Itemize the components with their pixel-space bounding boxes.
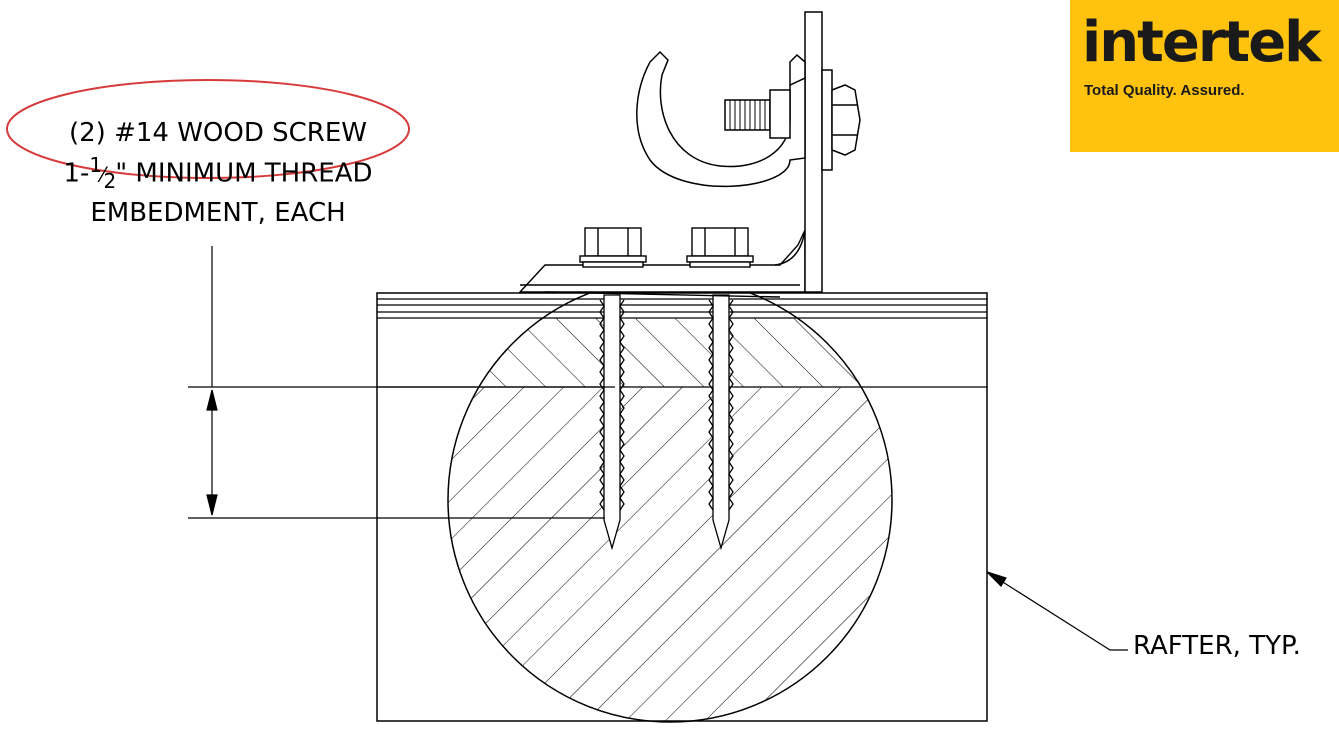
screw-callout-line3: EMBEDMENT, EACH — [90, 197, 346, 228]
wood-screw-right — [708, 294, 734, 551]
section-circle — [447, 277, 893, 723]
rail-clamp — [636, 50, 806, 187]
logo-wordmark: intertek — [1082, 10, 1321, 75]
screw-callout: (2) #14 WOOD SCREW 1-1⁄2" MINIMUM THREAD… — [28, 117, 408, 229]
intertek-logo: intertek Total Quality. Assured. — [1070, 0, 1339, 152]
hex-bolt-left — [579, 227, 647, 268]
fraction-denominator: 2 — [103, 168, 116, 193]
bracket-bolt — [821, 69, 861, 171]
wood-screw-left — [599, 294, 625, 551]
logo-tagline: Total Quality. Assured. — [1084, 82, 1245, 99]
screw-callout-line2: 1-1⁄2" MINIMUM THREAD — [28, 149, 408, 197]
highlight-ellipse — [6, 79, 410, 179]
screw-callout-line1: (2) #14 WOOD SCREW — [68, 118, 367, 148]
hex-bolt-right — [686, 227, 754, 268]
rafter-callout: RAFTER, TYP. — [1133, 631, 1301, 661]
screw-length-whole: 1- — [63, 158, 90, 189]
fraction-numerator: 1 — [89, 153, 102, 177]
screw-length-suffix: " MINIMUM THREAD — [115, 158, 373, 189]
embedment-dimension — [188, 246, 615, 519]
fraction-slash: ⁄ — [101, 162, 105, 187]
rafter-leader — [986, 571, 1128, 651]
base-plate — [518, 229, 806, 298]
l-bracket — [774, 11, 823, 293]
